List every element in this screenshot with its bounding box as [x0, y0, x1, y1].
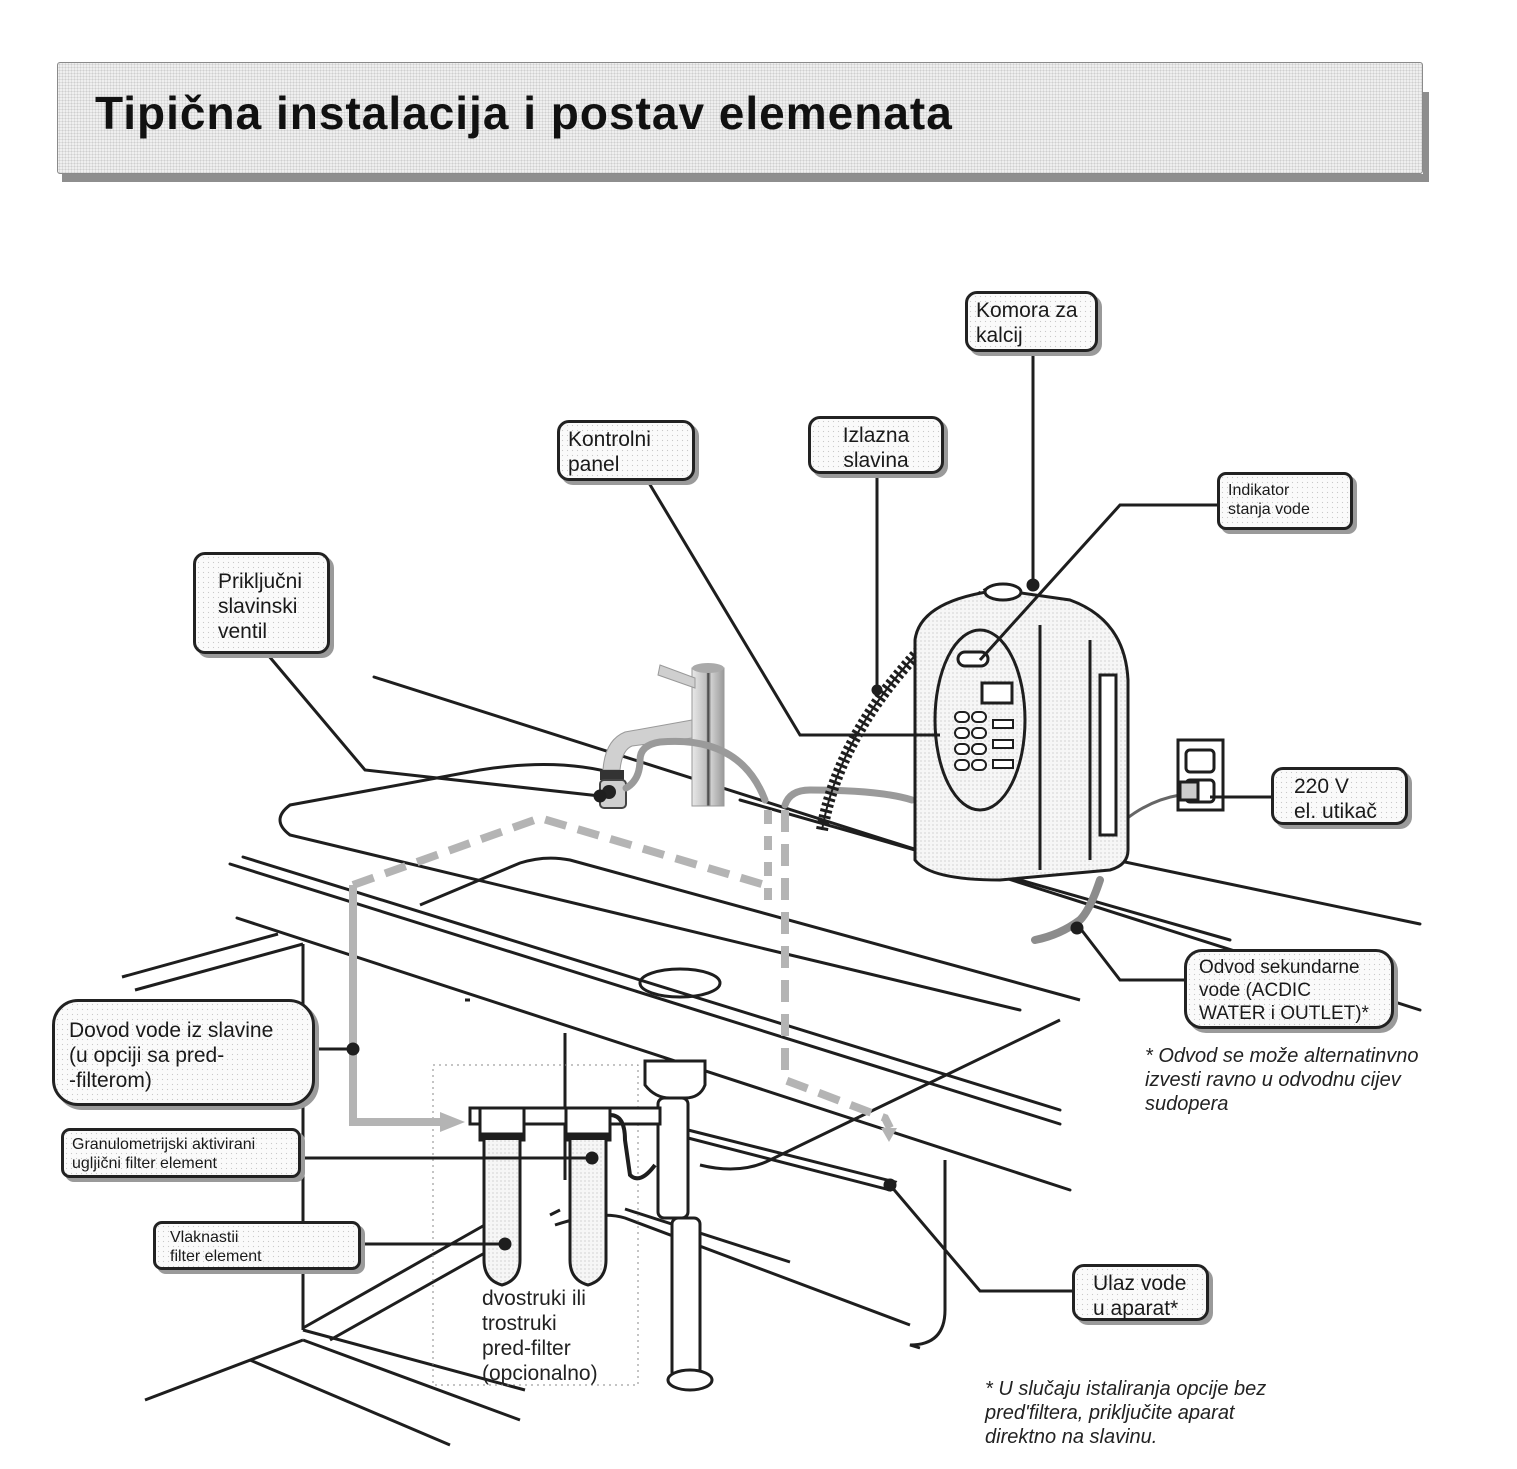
wall-outlet [1176, 738, 1225, 812]
label-prefilter: dvostruki ili trostruki pred-filter (opc… [482, 1287, 598, 1385]
drain-hose [1031, 876, 1104, 944]
title-banner [57, 62, 1423, 174]
power-cord [1123, 793, 1182, 822]
label-tap-supply: Dovod vode iz slavine (u opciji sa pred-… [52, 999, 315, 1106]
note-secondary-drain: * Odvod se može alternatinvno izvesti ra… [1145, 1045, 1419, 1115]
label-carbon-filter: Granulometrijski aktivirani ugljični fil… [61, 1128, 301, 1178]
counter-front-left [278, 803, 1022, 1012]
label-water-indicator: Indikator stanja vode [1217, 472, 1353, 530]
sink-drain [638, 967, 722, 999]
flow-segment-left [349, 885, 440, 1126]
filter-1-housing [482, 1140, 522, 1287]
flow-segment-outlet [781, 810, 894, 1130]
leader-secondary-drain [1078, 927, 1185, 982]
note-prefilter-option: * U slučaju istaliranja opcije bez pred'… [985, 1378, 1267, 1448]
water-indicator-light [956, 650, 990, 668]
prefilter-dotted-frame [432, 1064, 639, 1386]
hoses [622, 737, 1182, 944]
label-fiber-filter: Vlaknastii filter element [153, 1221, 361, 1270]
label-secondary-drain: Odvod sekundarne vode (ACDIC WATER i OUT… [1184, 949, 1394, 1029]
page-title: Tipična instalacija i postav elemenata [95, 87, 953, 139]
ionizer-device [913, 582, 1130, 882]
filter-2-housing [568, 1140, 608, 1287]
counter-front-edge-1 [241, 855, 1062, 1112]
water-flow-path [349, 810, 897, 1142]
flow-arrow-inlet [881, 1128, 897, 1142]
prefilter-assembly [432, 1064, 662, 1386]
label-power-plug: 220 V el. utikač [1271, 767, 1408, 825]
leader-lines [266, 353, 1272, 1293]
label-water-inlet: Ulaz vode u aparat* [1072, 1264, 1209, 1321]
label-faucet-valve: Priključni slavinski ventil [193, 552, 330, 654]
faucet [599, 663, 725, 809]
counter-front-edge-2 [228, 862, 1062, 1126]
counter-front-edge-3 [235, 916, 1072, 1192]
flow-segment-top [351, 813, 767, 889]
supply-hose [622, 737, 769, 804]
title-banner-shadow [62, 174, 1428, 182]
label-outlet-spout: Izlazna slavina [808, 416, 944, 474]
label-control-panel: Kontrolni panel [557, 420, 695, 481]
leader-control-panel [644, 477, 940, 737]
leader-water-indicator [978, 503, 1218, 662]
flow-arrow-prefilter [440, 1112, 465, 1132]
leader-faucet-valve [266, 654, 601, 798]
leader-water-inlet [888, 1184, 1072, 1293]
title-banner-shadow-right [1423, 92, 1429, 182]
label-calcium-chamber: Komora za kalcij [965, 291, 1098, 352]
